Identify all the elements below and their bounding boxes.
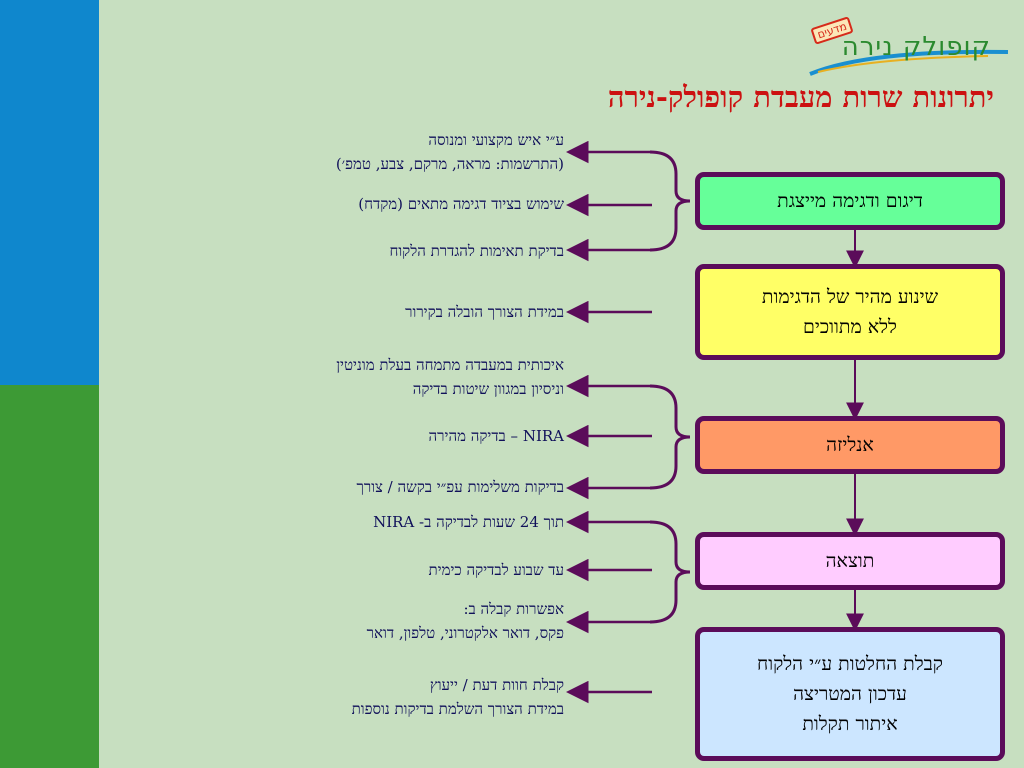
- brace: [649, 150, 691, 252]
- flow-step-line: אנליזה: [826, 434, 874, 456]
- benefit-line: וניסיון במגוון שיטות בדיקה: [412, 380, 564, 398]
- flow-step-transport: שינוע מהיר של הדגימות ללא מתווכים: [695, 264, 1005, 360]
- flow-step-sampling: דיגום ודגימה מייצגת: [695, 172, 1005, 230]
- benefit-line: ע״י איש מקצועי ומנוסה: [428, 131, 564, 149]
- braces: [649, 150, 691, 624]
- benefit-nira-24h: תוך 24 שעות לבדיקה ב- NIRA: [373, 510, 564, 534]
- benefit-arrows: [566, 140, 652, 704]
- benefit-line: פקס, דואר אלקטרוני, טלפון, דואר: [366, 624, 564, 642]
- flow-step-line: ללא מתווכים: [803, 316, 897, 338]
- flow-step-analysis: אנליזה: [695, 416, 1005, 474]
- flow-step-line: תוצאה: [825, 550, 875, 572]
- flow-step-decisions: קבלת החלטות ע״י הלקוח עדכון המטריצה איתור …: [695, 627, 1005, 761]
- benefit-sampling-equipment: שימוש בציוד דגימה מתאים (מקדח): [358, 192, 564, 216]
- brace: [649, 384, 691, 490]
- benefit-line: (התרשמות: מראה, מרקם, צבע, טמפ׳): [335, 155, 564, 173]
- benefit-chemical-week: עד שבוע לבדיקה כימית: [429, 558, 564, 582]
- benefit-line: NIRA – בדיקה מהירה: [428, 427, 564, 445]
- benefit-additional-tests: בדיקות משלימות עפ״י בקשה / צורך: [356, 475, 564, 499]
- flow-step-line: שינוע מהיר של הדגימות: [761, 286, 939, 308]
- benefit-compatibility-check: בדיקת תאימות להגדרת הלקוח: [389, 239, 564, 263]
- benefit-line: עד שבוע לבדיקה כימית: [428, 561, 564, 579]
- benefit-line: קבלת חוות דעת / ייעוץ: [429, 676, 564, 694]
- benefit-consultation: קבלת חוות דעת / ייעוץ במידת הצורך השלמת ב…: [352, 673, 564, 721]
- left-green-bar: [0, 385, 99, 768]
- benefit-line: איכותית במעבדה מתמחה בעלת מוניטין: [336, 356, 564, 374]
- benefit-line: במידת הצורך הובלה בקירור: [405, 303, 564, 321]
- benefit-nira-fast-test: NIRA – בדיקה מהירה: [429, 424, 564, 448]
- benefit-experienced-sampler: ע״י איש מקצועי ומנוסה (התרשמות: מראה, מרק…: [336, 128, 564, 176]
- benefit-expert-lab: איכותית במעבדה מתמחה בעלת מוניטין וניסיון…: [336, 353, 564, 401]
- flow-step-result: תוצאה: [695, 532, 1005, 590]
- benefit-delivery-options: אפשרות קבלה ב: פקס, דואר אלקטרוני, טלפון,…: [367, 597, 564, 645]
- company-logo: מדעים קופולק נירה: [808, 16, 1013, 76]
- logo-swoosh-icon: [809, 49, 1009, 76]
- benefit-line: במידת הצורך השלמת בדיקות נוספות: [351, 700, 564, 718]
- benefit-line: אפשרות קבלה ב:: [463, 600, 564, 618]
- benefit-refrigerated-transport: במידת הצורך הובלה בקירור: [405, 300, 564, 324]
- flow-step-line: דיגום ודגימה מייצגת: [777, 190, 923, 212]
- flow-step-line: עדכון המטריצה: [793, 683, 907, 705]
- logo-text: קופולק נירה: [841, 32, 991, 62]
- flow-step-line: איתור תקלות: [802, 713, 898, 735]
- flow-step-line: קבלת החלטות ע״י הלקוח: [757, 653, 943, 675]
- slide-title: יתרונות שרות מעבדת קופולק-נירה: [607, 80, 994, 114]
- left-blue-bar: [0, 0, 99, 385]
- benefit-line: בדיקות משלימות עפ״י בקשה / צורך: [356, 478, 564, 496]
- benefit-line: שימוש בציוד דגימה מתאים (מקדח): [358, 195, 564, 213]
- benefit-line: תוך 24 שעות לבדיקה ב- NIRA: [373, 513, 564, 531]
- benefit-line: בדיקת תאימות להגדרת הלקוח: [389, 242, 564, 260]
- brace: [649, 520, 691, 624]
